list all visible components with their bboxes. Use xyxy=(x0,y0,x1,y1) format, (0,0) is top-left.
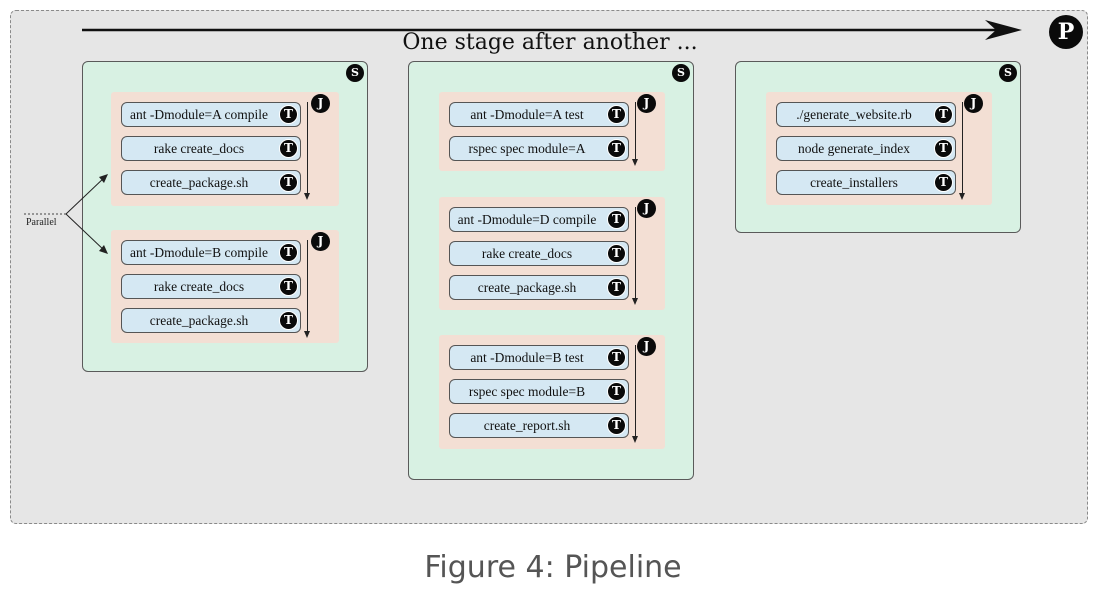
task-badge-icon: T xyxy=(607,382,626,401)
task: create_package.sh T xyxy=(121,170,301,195)
task-label: rspec spec module=A xyxy=(468,141,586,156)
pipeline-heading: One stage after another ... xyxy=(402,30,698,55)
task: ant -Dmodule=D compile T xyxy=(449,207,629,232)
task: create_package.sh T xyxy=(121,308,301,333)
task-label: ant -Dmodule=A compile xyxy=(129,107,269,122)
sequence-arrow-head-icon xyxy=(632,159,638,166)
task-badge-icon: T xyxy=(279,105,298,124)
sequence-arrow-line xyxy=(635,102,636,160)
figure-caption: Figure 4: Pipeline xyxy=(424,550,682,585)
task-label: rake create_docs xyxy=(153,279,245,294)
sequence-arrow-line xyxy=(307,240,308,332)
task-badge-icon: T xyxy=(607,210,626,229)
task-label: create_package.sh xyxy=(149,313,249,328)
task: ant -Dmodule=B test T xyxy=(449,345,629,370)
task-badge-icon: T xyxy=(607,105,626,124)
task: ./generate_website.rb T xyxy=(776,102,956,127)
task-badge-icon: T xyxy=(279,139,298,158)
job-badge-icon: J xyxy=(637,199,656,218)
task: ant -Dmodule=A compile T xyxy=(121,102,301,127)
job-badge-icon: J xyxy=(311,232,330,251)
task-badge-icon: T xyxy=(607,139,626,158)
stage-badge-icon: S xyxy=(999,64,1017,82)
task: rspec spec module=A T xyxy=(449,136,629,161)
task-label: create_installers xyxy=(810,175,898,190)
task-badge-icon: T xyxy=(607,278,626,297)
task-badge-icon: T xyxy=(934,139,953,158)
sequence-arrow-head-icon xyxy=(959,193,965,200)
pipeline-badge-icon: P xyxy=(1049,15,1083,49)
task-label: rspec spec module=B xyxy=(468,384,586,399)
task-label: rake create_docs xyxy=(153,141,245,156)
task-label: ./generate_website.rb xyxy=(796,107,912,122)
task-label: create_report.sh xyxy=(483,418,571,433)
task-badge-icon: T xyxy=(279,243,298,262)
task-badge-icon: T xyxy=(607,244,626,263)
task: create_report.sh T xyxy=(449,413,629,438)
sequence-arrow-line xyxy=(635,207,636,299)
task-badge-icon: T xyxy=(279,311,298,330)
task-label: create_package.sh xyxy=(149,175,249,190)
parallel-label: Parallel xyxy=(26,217,57,228)
task: node generate_index T xyxy=(776,136,956,161)
task-label: rake create_docs xyxy=(481,246,573,261)
job-badge-icon: J xyxy=(964,94,983,113)
task: rake create_docs T xyxy=(121,274,301,299)
stage-badge-icon: S xyxy=(672,64,690,82)
task-label: ant -Dmodule=A test xyxy=(470,107,584,122)
task-badge-icon: T xyxy=(934,173,953,192)
task-label: node generate_index xyxy=(797,141,911,156)
sequence-arrow-line xyxy=(635,345,636,437)
task-badge-icon: T xyxy=(279,277,298,296)
task: create_package.sh T xyxy=(449,275,629,300)
task-label: ant -Dmodule=B test xyxy=(470,350,584,365)
task-badge-icon: T xyxy=(279,173,298,192)
task-label: create_package.sh xyxy=(477,280,577,295)
task: rake create_docs T xyxy=(449,241,629,266)
task: ant -Dmodule=B compile T xyxy=(121,240,301,265)
task-label: ant -Dmodule=B compile xyxy=(129,245,269,260)
job-badge-icon: J xyxy=(637,337,656,356)
task: ant -Dmodule=A test T xyxy=(449,102,629,127)
task-badge-icon: T xyxy=(607,348,626,367)
sequence-arrow-line xyxy=(307,102,308,194)
task: rspec spec module=B T xyxy=(449,379,629,404)
task-badge-icon: T xyxy=(934,105,953,124)
sequence-arrow-line xyxy=(962,102,963,194)
job-badge-icon: J xyxy=(311,94,330,113)
sequence-arrow-head-icon xyxy=(632,436,638,443)
stage-badge-icon: S xyxy=(346,64,364,82)
task: rake create_docs T xyxy=(121,136,301,161)
sequence-arrow-head-icon xyxy=(304,331,310,338)
task-badge-icon: T xyxy=(607,416,626,435)
task-label: ant -Dmodule=D compile xyxy=(457,212,597,227)
task: create_installers T xyxy=(776,170,956,195)
sequence-arrow-head-icon xyxy=(632,298,638,305)
job-badge-icon: J xyxy=(637,94,656,113)
sequence-arrow-head-icon xyxy=(304,193,310,200)
